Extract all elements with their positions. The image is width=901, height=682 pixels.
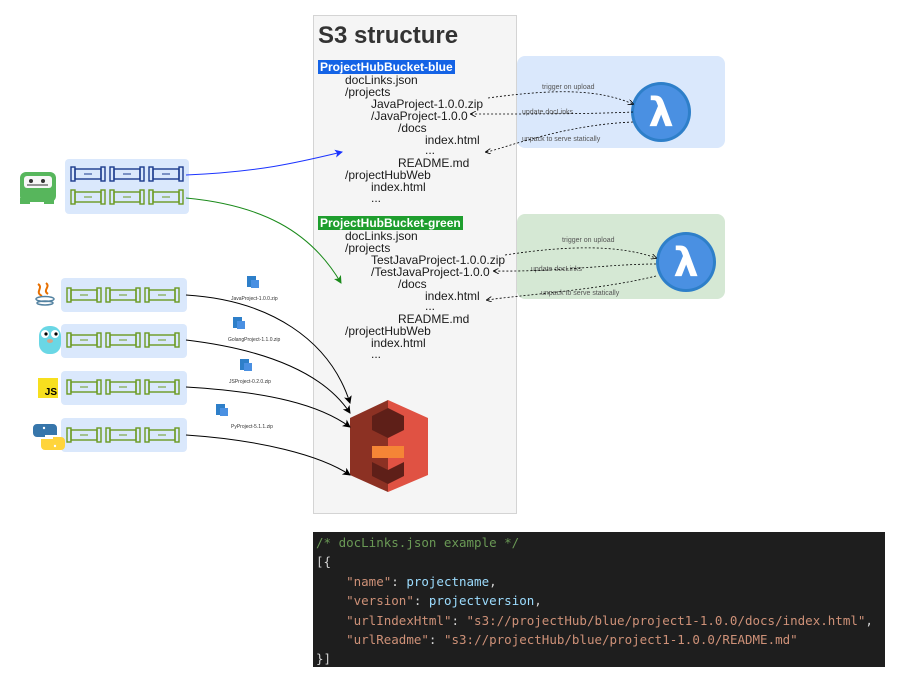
zip-file-label: JavaProject-1.0.0.zip <box>231 296 278 302</box>
pipeline-row-golang <box>61 324 187 358</box>
tree-item: ... <box>371 347 382 361</box>
pipeline-stage-icon <box>105 427 141 443</box>
pipeline-stage-icon <box>148 166 184 182</box>
edge-label-unpack-green: unpack to serve statically <box>541 290 620 297</box>
pipeline-stage-icon <box>105 332 141 348</box>
tree-item: README.md <box>398 156 470 170</box>
arrow-js-to-s3 <box>185 386 351 428</box>
code-value: projectname <box>406 573 490 589</box>
tree-item: JavaProject-1.0.0.zip <box>371 97 484 111</box>
pipeline-stage-icon <box>105 287 141 303</box>
tree-item: index.html <box>371 336 426 350</box>
edge-label-trigger-blue: trigger on upload <box>542 84 595 91</box>
code-key: "urlReadme" <box>346 632 429 648</box>
java-icon <box>35 282 55 306</box>
tree-item: TestJavaProject-1.0.0.zip <box>371 253 506 267</box>
python-icon <box>33 424 65 450</box>
zip-file-icon <box>240 359 252 371</box>
svg-text:λ: λ <box>673 240 698 286</box>
javascript-icon: JS <box>38 378 58 398</box>
tree-item: index.html <box>371 180 426 194</box>
tree-item: ... <box>425 143 436 157</box>
edge-label-unpack-blue: unpack to serve statically <box>522 136 601 143</box>
tree-item: ... <box>425 299 436 313</box>
tree-item: /docs <box>398 277 427 291</box>
pipeline-stage-icon <box>66 379 102 395</box>
arrow-java-to-s3 <box>185 294 352 404</box>
pipeline-stage-icon <box>144 379 180 395</box>
tree-item: ... <box>371 191 382 205</box>
pipeline-group-blue-green <box>65 159 189 214</box>
tree-item: index.html <box>425 289 480 303</box>
golang-gopher-icon <box>39 326 61 354</box>
code-open: [{ <box>316 554 332 570</box>
tree-item: docLinks.json <box>345 73 418 87</box>
arrow-python-to-s3 <box>185 434 351 476</box>
lambda-blue-region <box>517 56 725 148</box>
tree-item: /JavaProject-1.0.0 <box>371 109 468 123</box>
pipeline-row-js <box>61 371 187 405</box>
zip-file-icon <box>233 317 245 329</box>
edge-label-trigger-green: trigger on upload <box>562 237 615 244</box>
zip-file-label: JSProject-0.2.0.zip <box>229 379 271 385</box>
zip-file-icon <box>216 404 228 416</box>
bucket-green-name: ProjectHubBucket-green <box>318 216 463 230</box>
code-close: }] <box>316 651 332 667</box>
pipeline-stage-icon <box>66 427 102 443</box>
lambda-icon-green: λ <box>656 232 716 292</box>
doclinks-json-example: /* docLinks.json example */ [{ "name": p… <box>313 532 885 667</box>
arrow-to-blue-bucket <box>185 149 343 176</box>
tree-item: /projectHubWeb <box>345 168 431 182</box>
page-title: S3 structure <box>318 22 459 49</box>
pipeline-stage-icon <box>144 427 180 443</box>
arrow-golang-to-s3 <box>185 339 351 414</box>
pipeline-stage-icon <box>109 166 145 182</box>
tree-item: /projects <box>345 241 391 255</box>
pipeline-stage-icon <box>144 332 180 348</box>
pipeline-stage-icon <box>70 166 106 182</box>
edge-label-update-green: update docLinks <box>531 266 582 273</box>
gopher-mascot-icon <box>20 172 56 204</box>
zip-file-label: GolangProject-1.1.0.zip <box>228 337 281 343</box>
code-key: "urlIndexHtml" <box>346 612 452 628</box>
pipeline-stage-icon <box>105 379 141 395</box>
lambda-icon-blue: λ <box>631 82 691 142</box>
code-value: "s3://projectHub/blue/project1-1.0.0/doc… <box>466 612 866 628</box>
code-key: "version" <box>346 593 414 609</box>
pipeline-stage-icon <box>148 189 184 205</box>
tree-item: /projectHubWeb <box>345 324 431 338</box>
edge-label-update-blue: update docLinks <box>522 109 573 116</box>
lambda-blue-edges <box>471 91 633 152</box>
tree-item: /docs <box>398 121 427 135</box>
pipeline-stage-icon <box>66 287 102 303</box>
tree-item: README.md <box>398 312 470 326</box>
tree-item: /TestJavaProject-1.0.0 <box>371 265 490 279</box>
code-value: projectversion <box>428 593 535 609</box>
tree-item: docLinks.json <box>345 229 418 243</box>
pipeline-stage-icon <box>70 189 106 205</box>
pipeline-stage-icon <box>144 287 180 303</box>
tree-item: index.html <box>425 133 480 147</box>
js-badge-label: JS <box>44 387 57 398</box>
bucket-blue-name: ProjectHubBucket-blue <box>318 60 455 74</box>
pipeline-stage-icon <box>109 189 145 205</box>
code-key: "name" <box>346 573 392 589</box>
svg-text:λ: λ <box>648 90 673 136</box>
tree-item: /projects <box>345 85 391 99</box>
zip-file-icon <box>247 276 259 288</box>
pipeline-components <box>66 166 184 443</box>
pipeline-stage-icon <box>66 332 102 348</box>
zip-file-label: PyProject-5.1.1.zip <box>231 424 273 430</box>
code-value: "s3://projectHub/blue/project1-1.0.0/REA… <box>443 632 798 648</box>
s3-bucket-icon <box>350 400 428 492</box>
arrow-to-green-bucket <box>185 197 342 284</box>
lambda-green-edges <box>487 247 656 300</box>
code-comment: /* docLinks.json example */ <box>316 535 520 550</box>
